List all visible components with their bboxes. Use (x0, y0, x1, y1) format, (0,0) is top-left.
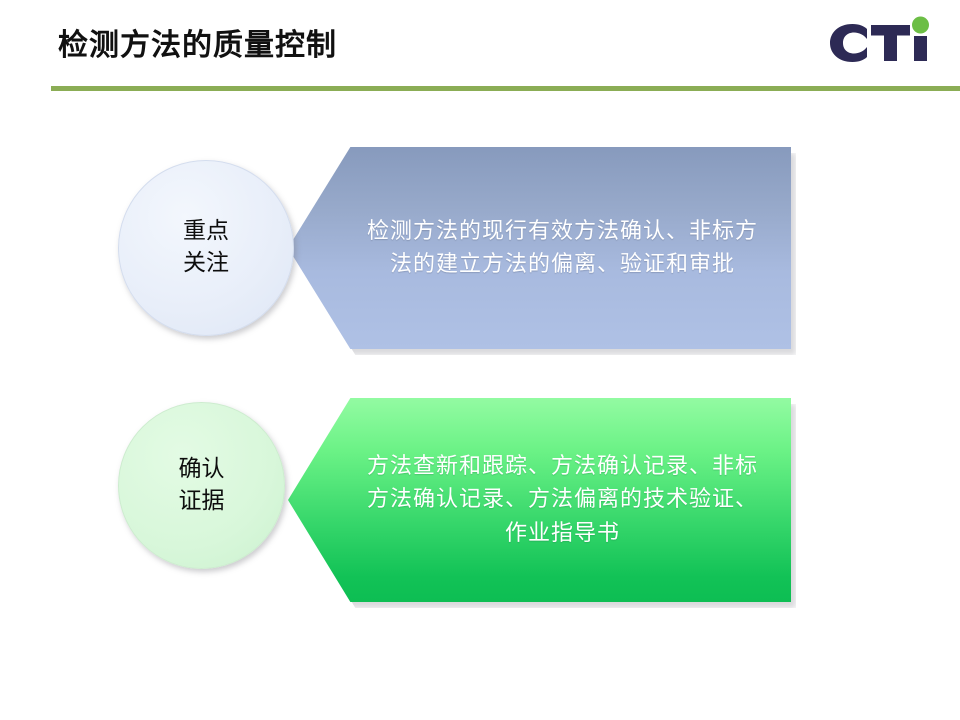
banner-evidence-text: 方法查新和跟踪、方法确认记录、非标方法确认记录、方法偏离的技术验证、作业指导书 (366, 453, 758, 546)
circle-evidence: 确认 证据 (118, 402, 285, 569)
slide-header: 检测方法的质量控制 (0, 0, 960, 92)
banner-focus: 检测方法的现行有效方法确认、非标方法的建立方法的偏离、验证和审批 (288, 147, 791, 349)
header-divider (51, 86, 960, 91)
page-title: 检测方法的质量控制 (58, 28, 337, 63)
circle-focus: 重点 关注 (118, 160, 294, 336)
cti-logo (822, 12, 940, 74)
banner-evidence: 方法查新和跟踪、方法确认记录、非标方法确认记录、方法偏离的技术验证、作业指导书 (288, 398, 791, 602)
circle-focus-label: 重点 关注 (183, 218, 229, 276)
banner-focus-text: 检测方法的现行有效方法确认、非标方法的建立方法的偏离、验证和审批 (366, 218, 758, 277)
logo-dot-icon (912, 16, 929, 34)
circle-evidence-label: 确认 证据 (178, 455, 225, 514)
